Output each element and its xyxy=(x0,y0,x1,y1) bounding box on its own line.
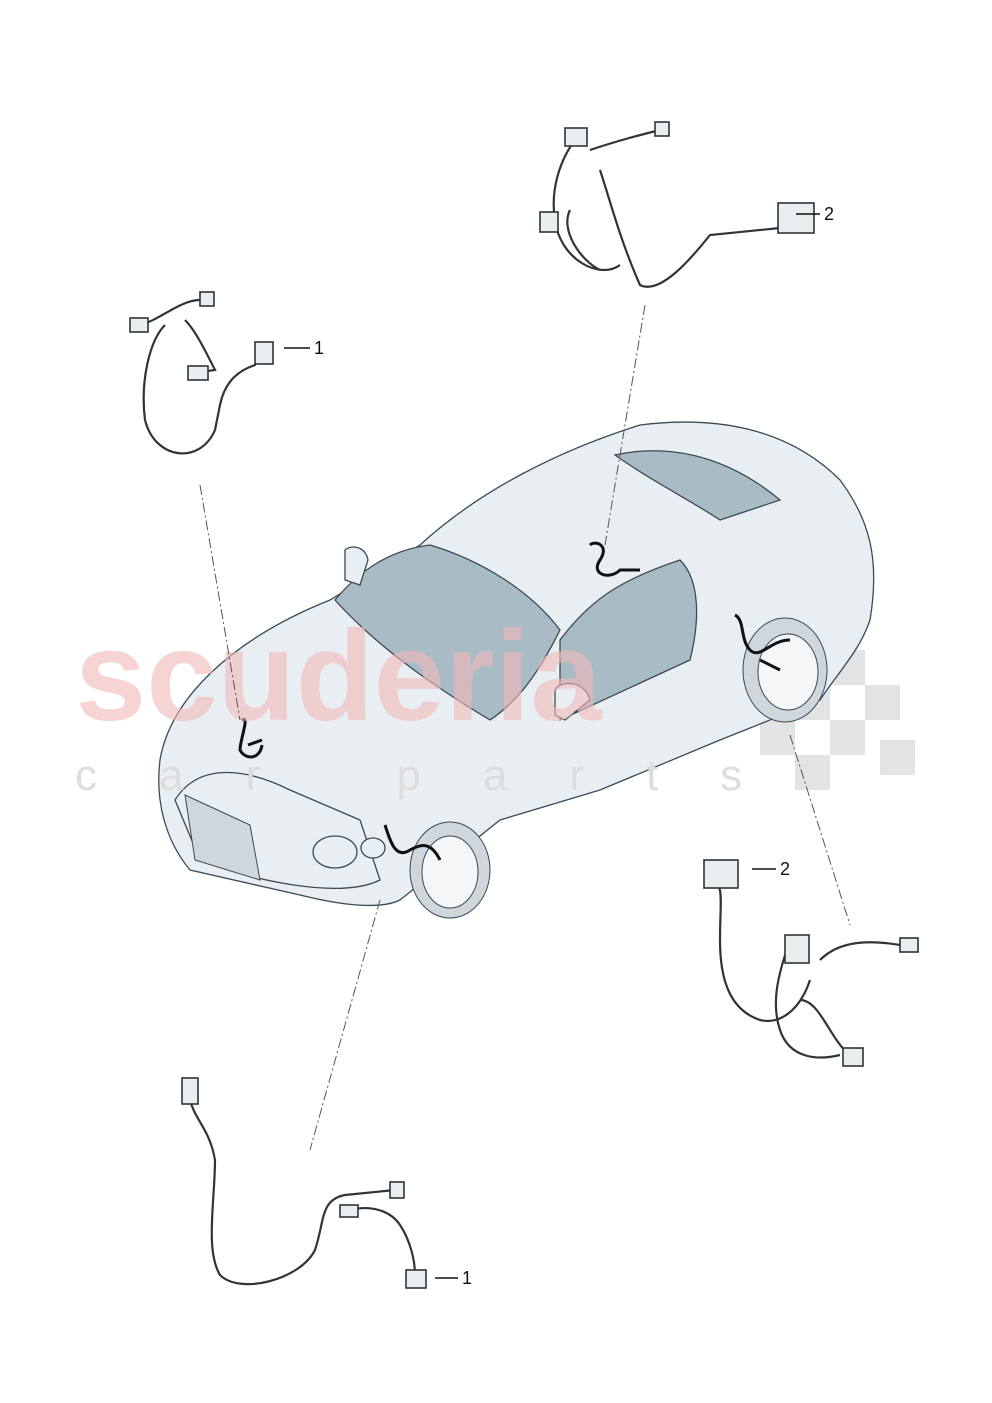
watermark-sub: car parts xyxy=(75,751,804,800)
leader-line xyxy=(604,304,646,546)
callout-label: 1 xyxy=(462,1268,472,1288)
wiring-harness-part-2-rear-top[interactable] xyxy=(539,121,815,288)
leader-line xyxy=(199,484,241,721)
callout-label: 2 xyxy=(780,859,790,879)
wiring-harness-part-2-rear-right[interactable] xyxy=(703,859,919,1067)
watermark-brand: scuderia xyxy=(75,605,602,748)
wiring-harness-part-1-front-left[interactable] xyxy=(129,291,274,455)
wiring-harness-part-1-front-bottom[interactable] xyxy=(181,1077,427,1289)
car-illustration xyxy=(158,421,875,919)
leader-line xyxy=(309,899,381,1151)
leader-line xyxy=(789,734,851,926)
callout-label: 1 xyxy=(314,338,324,358)
checkered-flag-watermark xyxy=(760,650,915,790)
callout-label: 2 xyxy=(824,204,834,224)
